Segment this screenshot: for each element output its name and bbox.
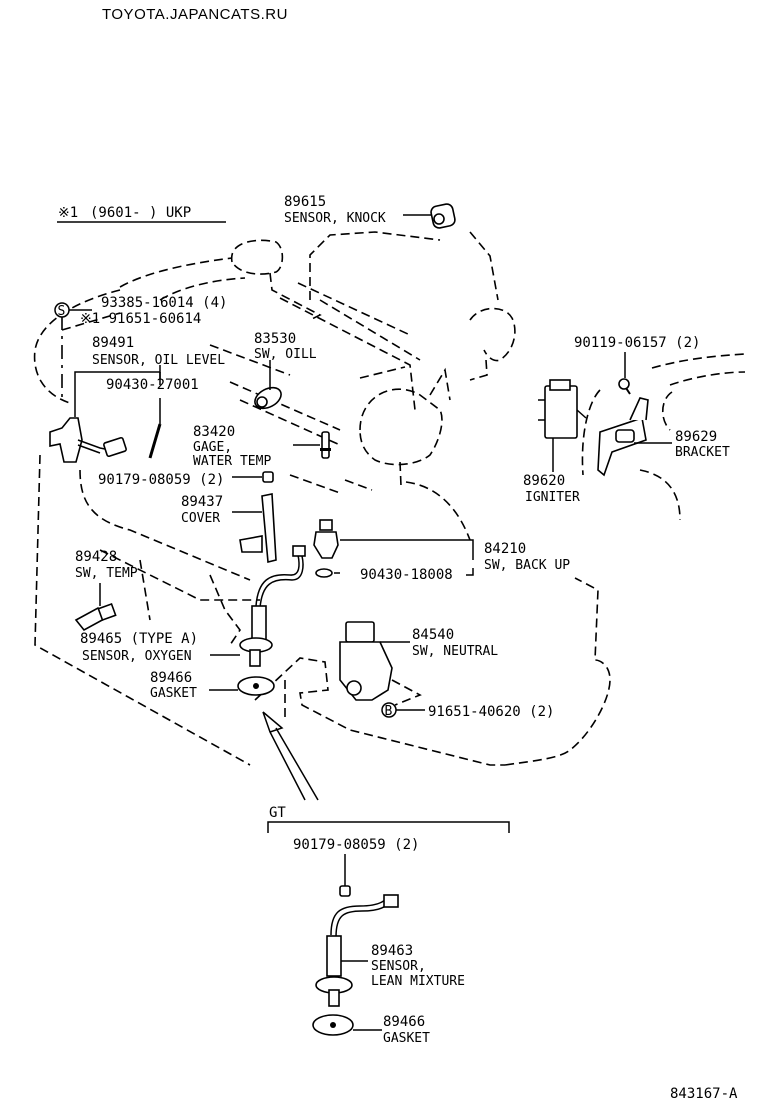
svg-text:89466: 89466	[150, 670, 192, 686]
label-lean-mixture-sensor: 89463 SENSOR, LEAN MIXTURE	[371, 943, 465, 989]
svg-text:SENSOR, OXYGEN: SENSOR, OXYGEN	[82, 649, 192, 664]
svg-text:89428: 89428	[75, 549, 117, 565]
svg-text:89437: 89437	[181, 494, 223, 510]
variant-label: GT	[269, 805, 286, 821]
svg-text:89629: 89629	[675, 429, 717, 445]
label-bolt-93385: 93385-16014 (4)	[101, 295, 227, 311]
note-range-text: (9601- ) UKP	[90, 205, 191, 221]
label-water-temp-gage: 83420 GAGE, WATER TEMP	[193, 424, 271, 469]
s-marker-symbol: S	[54, 302, 70, 319]
gasket-rod-illustration	[148, 423, 162, 459]
cover-illustration	[239, 493, 277, 564]
svg-text:89491: 89491	[92, 335, 134, 351]
svg-text:WATER TEMP: WATER TEMP	[193, 454, 271, 469]
label-nut-90179-gt: 90179-08059 (2)	[293, 837, 419, 853]
neutral-switch-illustration	[339, 621, 422, 706]
arrow-up-icon	[262, 711, 319, 801]
note-marker: ※1	[58, 205, 78, 221]
b-marker-symbol: B	[381, 702, 397, 719]
svg-text:SW, BACK UP: SW, BACK UP	[484, 558, 570, 573]
label-gasket-90430-18008: 90430-18008	[360, 567, 453, 583]
svg-text:89466: 89466	[383, 1014, 425, 1030]
label-neutral-switch: 84540 SW, NEUTRAL	[412, 627, 498, 659]
label-oil-level-sensor: 89491 SENSOR, OIL LEVEL	[92, 335, 225, 368]
gasket-top-illustration	[237, 676, 275, 696]
gt-group: GT	[267, 805, 510, 833]
svg-text:LEAN MIXTURE: LEAN MIXTURE	[371, 974, 465, 989]
svg-text:COVER: COVER	[181, 511, 220, 526]
label-igniter: 89620 IGNITER	[523, 473, 580, 505]
svg-text:84210: 84210	[484, 541, 526, 557]
svg-text:SW, NEUTRAL: SW, NEUTRAL	[412, 644, 498, 659]
water-temp-gage-illustration	[320, 431, 331, 459]
engine-outline	[33, 231, 746, 766]
svg-text:SENSOR, OIL LEVEL: SENSOR, OIL LEVEL	[92, 353, 225, 368]
label-nut-90179-top: 90179-08059 (2)	[98, 472, 224, 488]
oxygen-sensor-illustration	[239, 545, 306, 667]
bolt-illustration	[618, 378, 631, 395]
label-knock-sensor: 89615 SENSOR, KNOCK	[284, 194, 386, 226]
label-bolt-91651-40620: 91651-40620 (2)	[428, 704, 554, 720]
svg-text:GASKET: GASKET	[150, 686, 197, 701]
diagram-code: 843167-A	[670, 1086, 738, 1102]
lean-mixture-sensor-illustration	[315, 894, 399, 1007]
label-bolt-90119: 90119-06157 (2)	[574, 335, 700, 351]
svg-text:SENSOR, KNOCK: SENSOR, KNOCK	[284, 211, 386, 226]
svg-text:SW, TEMP: SW, TEMP	[75, 566, 138, 581]
oil-level-sensor-illustration	[49, 417, 127, 463]
oil-switch-illustration	[254, 386, 282, 410]
label-oxygen-sensor: 89465 (TYPE A) SENSOR, OXYGEN	[80, 631, 198, 664]
site-watermark: TOYOTA.JAPANCATS.RU	[102, 6, 288, 23]
label-gasket-top: 89466 GASKET	[150, 670, 197, 701]
temp-switch-illustration	[74, 602, 117, 632]
nut-gt-illustration	[339, 885, 351, 897]
svg-text:B: B	[385, 704, 393, 719]
svg-text:S: S	[58, 304, 66, 319]
svg-text:89615: 89615	[284, 194, 326, 210]
bracket-illustration	[597, 397, 649, 477]
svg-text:84540: 84540	[412, 627, 454, 643]
note-range: ※1 (9601- ) UKP	[57, 205, 226, 223]
gasket-gt-illustration	[312, 1014, 354, 1036]
leader-lines	[69, 214, 672, 1031]
svg-text:89463: 89463	[371, 943, 413, 959]
svg-text:83420: 83420	[193, 424, 235, 440]
svg-text:GASKET: GASKET	[383, 1031, 430, 1046]
label-note-91651: ※1 91651-60614	[80, 311, 201, 327]
svg-text:89465 (TYPE A): 89465 (TYPE A)	[80, 631, 198, 647]
svg-text:SW, OILL: SW, OILL	[254, 347, 317, 362]
svg-text:BRACKET: BRACKET	[675, 445, 730, 460]
label-gasket-gt: 89466 GASKET	[383, 1014, 430, 1046]
knock-sensor-illustration	[430, 203, 456, 229]
svg-text:89620: 89620	[523, 473, 565, 489]
label-temp-switch: 89428 SW, TEMP	[75, 549, 138, 581]
label-gasket-90430-27001: 90430-27001	[106, 377, 199, 393]
label-bracket: 89629 BRACKET	[675, 429, 730, 460]
svg-text:83530: 83530	[254, 331, 296, 347]
svg-text:GAGE,: GAGE,	[193, 440, 232, 455]
label-oil-switch: 83530 SW, OILL	[254, 331, 317, 362]
back-up-switch-illustration	[313, 519, 339, 578]
label-cover: 89437 COVER	[181, 494, 223, 526]
svg-text:IGNITER: IGNITER	[525, 490, 580, 505]
label-back-up-switch: 84210 SW, BACK UP	[484, 541, 570, 573]
nut-illustration	[262, 471, 274, 483]
igniter-illustration	[538, 379, 587, 439]
svg-text:SENSOR,: SENSOR,	[371, 959, 426, 974]
